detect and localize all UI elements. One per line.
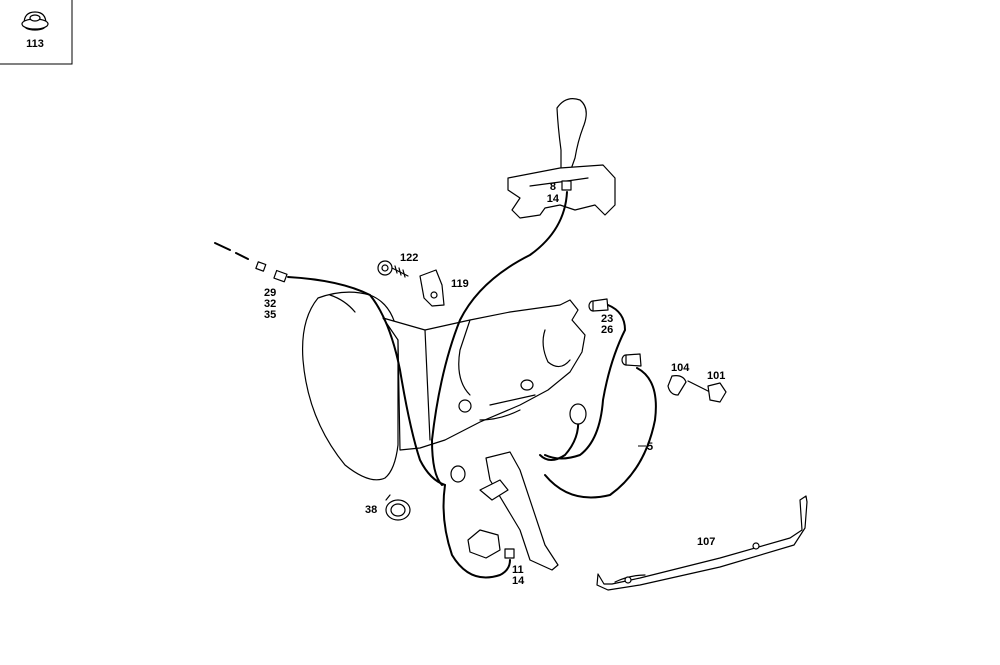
label-104: 104	[671, 362, 690, 374]
label-122: 122	[400, 252, 418, 264]
bolt-104	[621, 353, 642, 367]
label-26: 26	[601, 324, 613, 336]
label-113: 113	[26, 38, 44, 50]
screw-122	[377, 260, 409, 278]
inset-box-113: 113	[0, 0, 73, 65]
sensor-plug	[450, 403, 587, 483]
cables	[214, 191, 657, 579]
support-bracket-107	[596, 495, 808, 591]
label-8: 8	[550, 181, 556, 193]
grommet-113-icon	[21, 11, 49, 31]
bolt-101	[687, 380, 727, 403]
gear-selector-assembly	[507, 98, 616, 219]
transmission-housing	[301, 291, 586, 481]
clip-32	[273, 269, 288, 283]
label-23: 23	[601, 313, 613, 325]
label-119: 119	[451, 278, 469, 290]
label-29: 29	[264, 287, 276, 299]
label-107: 107	[697, 536, 715, 548]
ring-38	[385, 494, 411, 521]
clip-29	[255, 261, 267, 272]
label-32: 32	[264, 298, 276, 310]
bracket-119	[419, 269, 445, 307]
bolt-23	[588, 298, 609, 312]
label-14-bottom: 14	[512, 575, 525, 587]
label-11: 11	[512, 564, 524, 576]
label-38: 38	[365, 504, 377, 516]
label-35: 35	[264, 309, 276, 321]
label-101: 101	[707, 370, 725, 382]
kickdown-lever	[467, 451, 559, 571]
washer-104	[667, 375, 687, 396]
label-14-top: 14	[547, 193, 560, 205]
label-5: 5	[647, 441, 653, 453]
